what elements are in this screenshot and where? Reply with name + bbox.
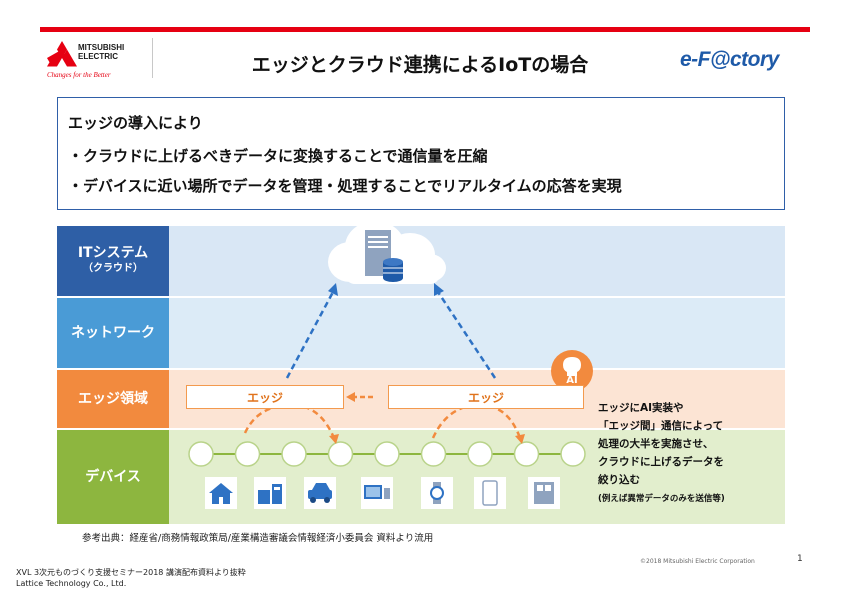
top-accent-bar [40,27,810,32]
database-icon [383,258,403,282]
network-label: ネットワーク [57,298,169,368]
monitor-icon [361,477,393,509]
footer-line-2: Lattice Technology Co., Ltd. [16,579,127,588]
page-title: エッジとクラウド連携によるIoTの場合 [251,54,589,76]
house-icon [205,477,237,509]
upload-arrow-right [434,283,497,379]
source-citation: 参考出典：経産省/商務情報政策局/産業構造審議会情報経済小委員会 資料より流用 [82,533,434,544]
note-line-3: 処理の大半を実施させ、 [598,438,714,450]
edge-node-right: エッジ [388,385,584,409]
upload-arrow-left [285,283,338,379]
page-number: 1 [797,554,803,564]
edge-area-label: エッジ領域 [57,370,169,428]
note-line-2: 「エッジ間」通信によって [598,420,724,432]
mitsubishi-logo-icon [47,41,77,67]
edge-to-device-arrow-right [431,403,525,444]
car-icon [304,477,336,509]
footer-line-1: XVL 3次元ものづくり支援セミナー2018 講演配布資料より抜粋 [16,568,246,577]
it-system-label-sub: （クラウド） [83,263,143,274]
device-node [234,441,261,467]
device-node [374,441,400,467]
device-node [327,441,354,467]
summary-bullet-1: ・クラウドに上げるべきデータに変換することで通信量を圧縮 [68,147,488,165]
ai-label: AI [566,375,578,386]
logo-line-2: ELECTRIC [78,52,118,61]
brand-logo: e-F@ctory [680,48,779,71]
note-line-5: 絞り込む [598,474,640,486]
device-node [467,441,493,467]
note-example: (例えば異常データのみを送信等) [598,494,725,504]
device-node [420,441,447,467]
it-system-label: ITシステム （クラウド） [57,226,169,296]
device-node [281,441,307,467]
device-label: デバイス [57,430,169,524]
edge-node-left: エッジ [186,385,344,409]
summary-heading: エッジの導入により [68,114,203,132]
device-node [513,441,540,467]
note-line-1: エッジにAI実装や [598,402,684,414]
device-node [188,441,214,467]
device-icon-row [205,477,560,509]
network-band [57,298,785,368]
summary-box [57,97,785,210]
smartwatch-icon [421,477,453,509]
device-node [560,441,586,467]
it-system-label-main: ITシステム [77,245,149,261]
machine-icon [254,477,286,509]
logo-line-1: MITSUBISHI [78,43,125,52]
edge-to-device-arrow-left [243,403,339,444]
copyright: ©2018 Mitsubishi Electric Corporation [640,558,755,565]
smartphone-icon [474,477,506,509]
edge-node-left-label: エッジ [246,390,283,405]
note-line-4: クラウドに上げるデータを [598,456,724,468]
summary-bullet-2: ・デバイスに近い場所でデータを管理・処理することでリアルタイムの応答を実現 [68,177,622,195]
edge-ai-note: エッジにAI実装や 「エッジ間」通信によって 処理の大半を実施させ、 クラウドに… [598,399,725,508]
footer-note: XVL 3次元ものづくり支援セミナー2018 講演配布資料より抜粋 Lattic… [16,567,246,589]
edge-node-right-label: エッジ [467,390,504,405]
device-node-chain [188,441,586,467]
logo-divider [152,38,153,78]
logo-wordmark: MITSUBISHI ELECTRIC [78,43,124,61]
ai-brain-icon [551,350,593,392]
logo-tagline: Changes for the Better [47,71,111,79]
control-panel-icon [528,477,560,509]
